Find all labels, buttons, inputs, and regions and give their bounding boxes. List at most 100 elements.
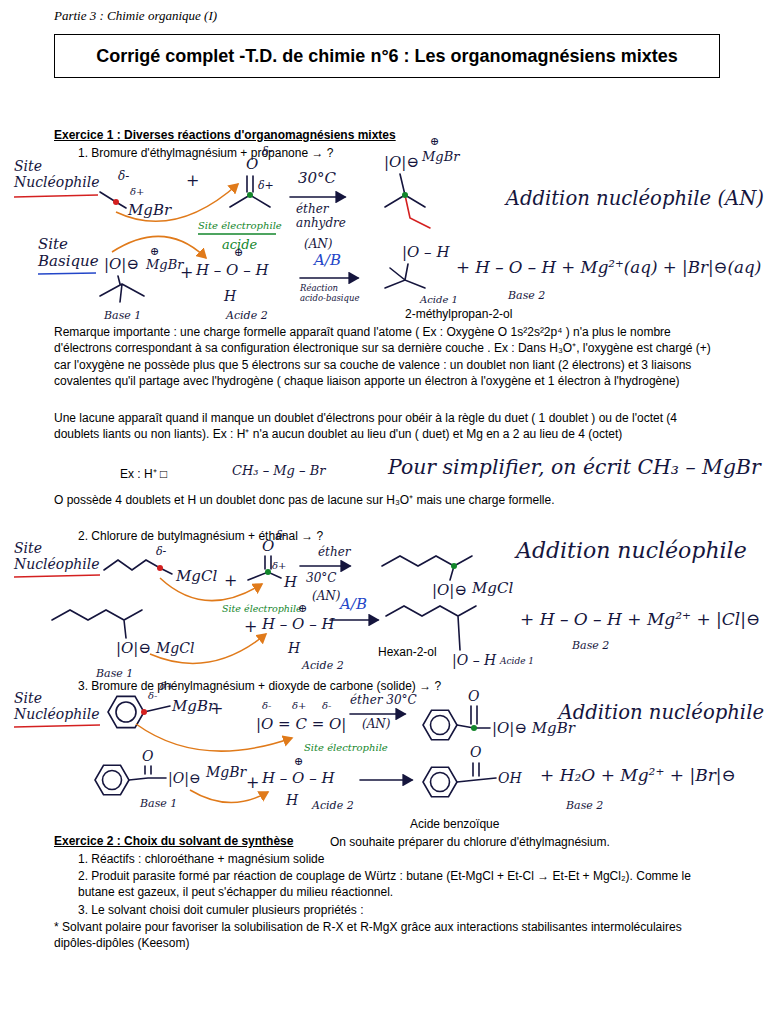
handwritten-note: O (142, 748, 153, 764)
handwritten-note: + (210, 700, 223, 718)
printed-text: On souhaite préparer du chlorure d'éthyl… (330, 834, 610, 850)
handwritten-note: Base 2 (508, 290, 545, 303)
handwritten-note: Site électrophile (198, 220, 282, 232)
handwritten-note: δ+ (292, 700, 306, 712)
printed-text: Partie 3 : Chimie organique (I) (54, 8, 217, 24)
handwritten-note: δ- (156, 546, 166, 559)
printed-text: 2. Produit parasite formé par réaction d… (78, 868, 718, 901)
handwritten-note: + H – O – H + Mg²⁺ + |Cl|⊖ (520, 610, 760, 630)
handwritten-note: Pour simplifier, on écrit CH₃ – MgBr (388, 456, 761, 479)
handwritten-note: Site Nucléophile (14, 540, 102, 572)
handwritten-note: Addition nucléophile (AN) (506, 188, 764, 211)
handwritten-note: |O – H (402, 244, 449, 261)
handwritten-note: ⊕ (234, 247, 243, 260)
printed-text: 2. Chlorure de butylmagnésium + éthanal … (78, 528, 323, 544)
handwritten-note: Base 1 (140, 798, 177, 811)
handwritten-note: δ- (322, 700, 331, 712)
handwritten-note: O (468, 688, 479, 704)
handwritten-note: Base 1 (104, 310, 141, 323)
handwritten-note: + H – O – H + Mg²⁺(aq) + |Br|⊖(aq) (456, 258, 761, 277)
handwritten-note: MgCl (176, 568, 217, 585)
handwritten-note: (AN) (304, 238, 333, 252)
handwritten-note: O (262, 538, 274, 555)
handwritten-note: δ- (262, 146, 272, 159)
handwritten-note: MgBr (128, 202, 171, 219)
handwritten-note: ⊕ (430, 136, 439, 149)
printed-text: * Solvant polaire pour favoriser la solu… (54, 919, 718, 952)
handwritten-note: (AN) (362, 718, 391, 732)
handwritten-note: Site Nucléophile (14, 690, 102, 722)
handwritten-note: A/B (340, 596, 367, 613)
handwritten-note: Site électrophile (222, 604, 302, 615)
handwritten-note: H (284, 574, 297, 591)
printed-text: Ex : H⁺ □ (120, 466, 167, 482)
printed-text: Exercice 1 : Diverses réactions d'organo… (54, 128, 396, 144)
handwritten-note: δ+ (258, 180, 274, 193)
title-box: Corrigé complet -T.D. de chimie n°6 : Le… (54, 34, 720, 78)
handwritten-note: éther anhydre (296, 203, 354, 231)
handwritten-note: H (288, 640, 300, 656)
handwritten-note: H (286, 792, 298, 808)
handwritten-note: Réaction acido-basique (300, 284, 362, 304)
handwritten-note: OH (498, 770, 522, 786)
handwritten-note: |O|⊖ (168, 770, 201, 786)
handwritten-note: Acide 2 (302, 660, 344, 673)
handwritten-note: δ+ (160, 680, 174, 692)
printed-text: O possède 4 doublets et H un doublet don… (54, 492, 555, 508)
handwritten-note: |O = C = O| (256, 716, 346, 733)
handwritten-note: Site électrophile (304, 742, 388, 754)
handwritten-note: MgBr (206, 764, 246, 780)
handwritten-note: Base 1 (96, 668, 133, 681)
handwritten-note: + (186, 172, 199, 190)
page-title: Corrigé complet -T.D. de chimie n°6 : Le… (96, 46, 677, 67)
printed-text: 1. Réactifs : chloroéthane + magnésium s… (78, 851, 324, 867)
handwritten-note: 30°C (306, 572, 336, 586)
handwritten-note: Base 2 (572, 640, 609, 653)
handwritten-note: A/B (314, 252, 341, 269)
handwritten-note: + (180, 264, 193, 282)
printed-text: Une lacune apparaît quand il manque un d… (54, 410, 718, 443)
handwritten-note: δ- (148, 690, 157, 702)
handwritten-note: Site Basique (38, 236, 108, 271)
handwritten-note: 30°C (298, 170, 336, 187)
handwritten-note: ⊕ (150, 246, 159, 259)
handwritten-note: + H₂O + Mg²⁺ + |Br|⊖ (540, 766, 736, 786)
handwritten-note: CH₃ – Mg – Br (232, 464, 325, 479)
printed-text: 3. Bromure de phénylmagnésium + dioxyde … (78, 678, 441, 694)
handwritten-note: O (470, 744, 481, 760)
handwritten-note: + (246, 774, 259, 792)
handwritten-note: éther (318, 546, 351, 560)
printed-text: 1. Bromure d'éthylmagnésium + propanone … (78, 145, 333, 161)
printed-text: Exercice 2 : Choix du solvant de synthès… (54, 834, 293, 850)
handwritten-note: Acide 1 (420, 294, 458, 306)
handwritten-note: Addition nucléophile (559, 702, 764, 725)
handwritten-note: + (244, 618, 257, 636)
printed-text: 3. Le solvant choisi doit cumuler plusie… (78, 902, 363, 918)
handwritten-note: O (246, 156, 258, 173)
handwritten-note: MgBr (422, 150, 459, 165)
handwritten-note: δ- (276, 530, 286, 543)
handwritten-note: H – O – H (196, 262, 269, 279)
printed-text: 2-méthylpropan-2-ol (405, 306, 512, 322)
handwritten-note: Acide 2 (226, 310, 268, 323)
handwritten-note: H – O – H (262, 770, 335, 787)
handwritten-note: éther 30°C (350, 694, 417, 708)
handwritten-note: |O – H (452, 652, 496, 668)
handwritten-note: δ- (118, 170, 129, 184)
printed-text: Hexan-2-ol (378, 644, 437, 660)
handwritten-note: H – O – H (262, 616, 335, 633)
handwritten-note: ⊕ (298, 603, 307, 616)
handwritten-note: Base 2 (566, 800, 603, 813)
handwritten-note: + (224, 572, 237, 590)
handwritten-note: δ+ (272, 560, 286, 572)
handwritten-note: Acide 1 (500, 656, 534, 666)
handwritten-note: |O|⊖ (432, 582, 467, 599)
handwritten-note: |O|⊖ (116, 640, 151, 657)
handwritten-note: MgCl (156, 640, 195, 656)
handwritten-note: |O|⊖ (104, 256, 139, 273)
handwritten-note: MgCl (472, 580, 513, 597)
handwritten-note: |O|⊖ (384, 154, 419, 171)
printed-text: Acide benzoïque (410, 816, 499, 832)
handwritten-note: Acide 2 (312, 800, 354, 813)
handwritten-note: Addition nucléophile (516, 538, 747, 563)
